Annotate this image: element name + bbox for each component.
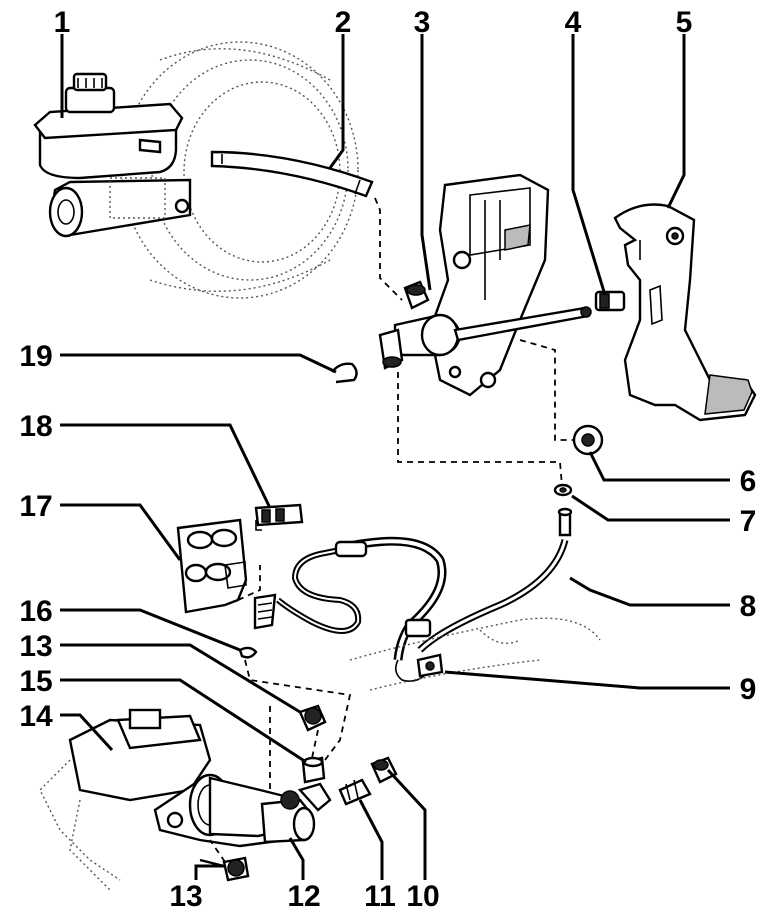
pushrod-clevis [594, 290, 626, 312]
bleed-cap [301, 756, 326, 784]
mounting-bracket [176, 518, 248, 614]
callout-5: 5 [676, 6, 693, 39]
callout-12: 12 [287, 880, 320, 913]
callout-4: 4 [565, 6, 582, 39]
callout-16: 16 [19, 595, 52, 628]
callout-13-lower: 13 [169, 880, 202, 913]
callout-17: 17 [19, 490, 52, 523]
slave-cylinder [153, 773, 332, 848]
assembly-lines [209, 197, 575, 863]
callout-19: 19 [19, 340, 52, 373]
fluid-reservoir [33, 72, 184, 180]
small-seal [238, 646, 258, 659]
grommet [572, 424, 604, 456]
callout-9: 9 [740, 673, 757, 706]
callout-13-upper: 13 [19, 630, 52, 663]
bolt-upper [298, 704, 327, 732]
callout-6: 6 [740, 465, 757, 498]
callout-3: 3 [414, 6, 431, 39]
supply-hose [210, 150, 374, 198]
callout-11: 11 [364, 880, 396, 913]
callout-15: 15 [19, 665, 52, 698]
gearbox-outline [349, 617, 601, 691]
callout-1: 1 [54, 6, 71, 39]
leader-lines [60, 34, 730, 880]
hydraulic-pipe [417, 507, 573, 653]
circlip [331, 362, 358, 384]
clutch-pedal [613, 203, 757, 422]
seal-ring [553, 483, 573, 497]
pipe-to-slave-cylinder [253, 540, 368, 634]
callout-labels: 1 2 3 4 5 6 7 8 9 10 11 12 13 13 14 15 1… [19, 6, 756, 913]
callout-14: 14 [19, 700, 53, 733]
callout-2: 2 [335, 6, 352, 39]
bleeder-valve [338, 778, 372, 806]
hydraulic-hose [339, 536, 447, 682]
dust-cap [370, 756, 398, 784]
callout-7: 7 [740, 505, 757, 538]
clutch-master-cylinder [378, 280, 592, 370]
pedal-bracket [428, 173, 550, 397]
callout-18: 18 [19, 410, 52, 443]
callout-10: 10 [406, 880, 439, 913]
callout-8: 8 [740, 590, 757, 623]
brake-master-cylinder [48, 177, 192, 238]
retaining-clip [254, 503, 304, 531]
